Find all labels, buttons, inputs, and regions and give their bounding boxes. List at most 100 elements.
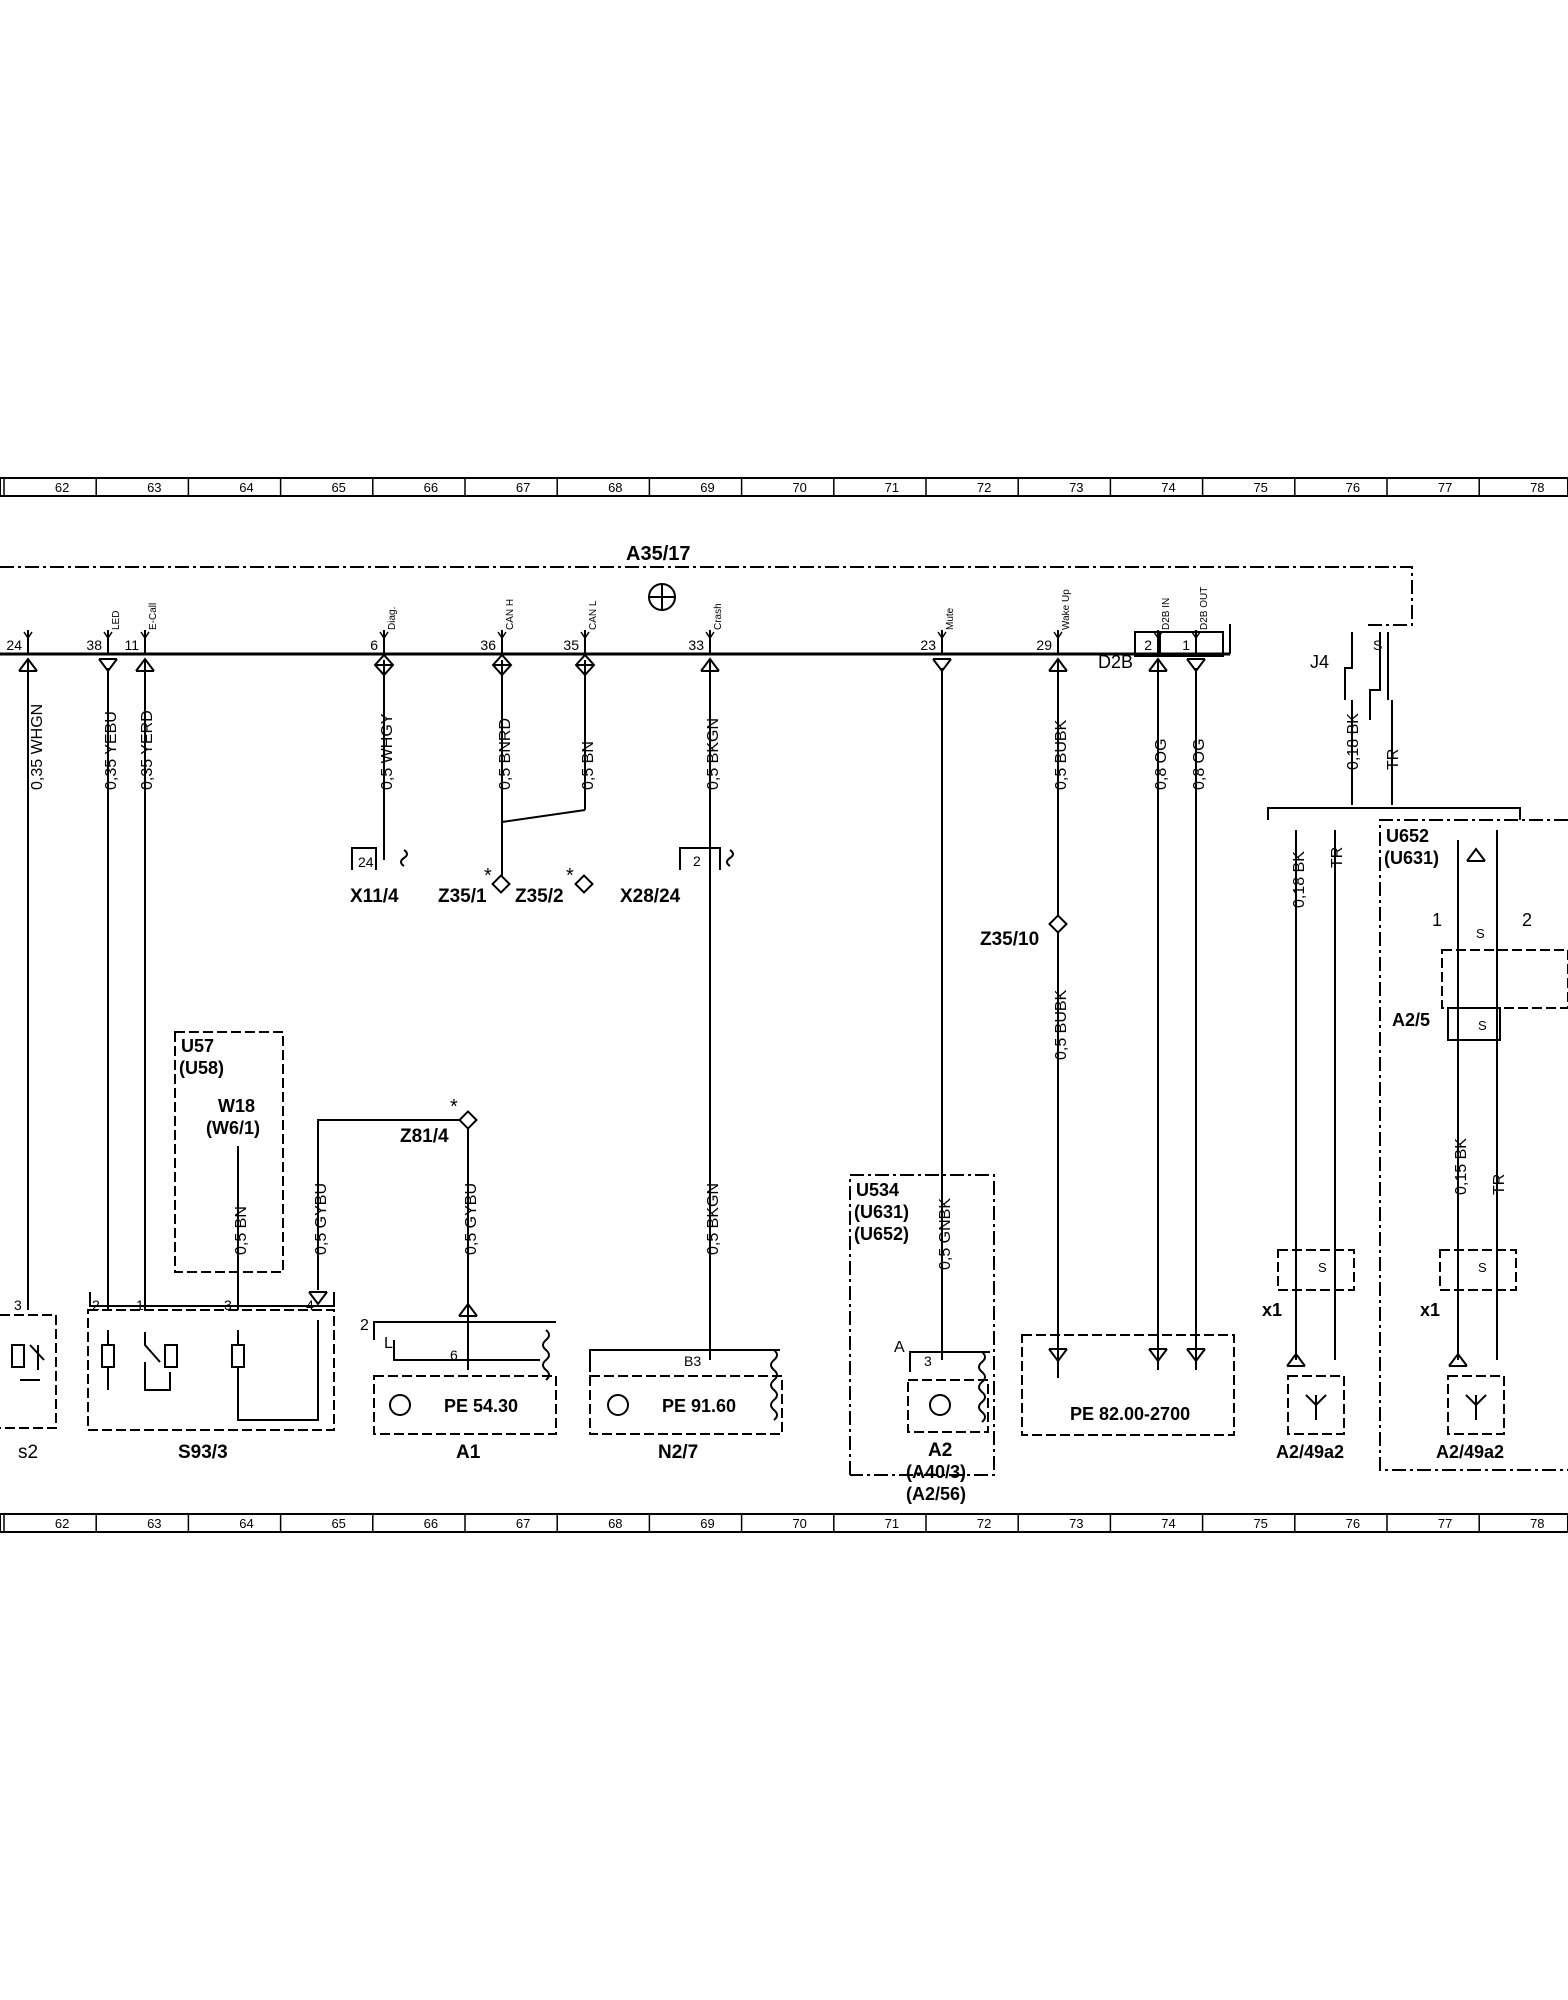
wire-label: 0,5 BKGN [705,1183,722,1255]
wire-label: 0,5 BNRD [497,718,514,790]
n27-pin: B3 [684,1353,701,1369]
x28-label: X28/24 [620,886,681,907]
connector-z81-4 [458,1110,478,1130]
arrow-icon [491,653,513,677]
top-ruler-number: 69 [700,480,714,495]
pin-signal: Crash [713,603,724,630]
top-ruler-number: 67 [516,480,530,495]
pin-mark-icon [580,631,590,640]
a1-reference: PE 54.30 [444,1396,518,1416]
pin-2-right: 2 [1522,910,1532,930]
pin-number: 35 [563,637,579,653]
arrow-icon [98,658,118,673]
z35-1-star: * [484,865,492,887]
top-ruler-number: 64 [239,480,253,495]
u652-label: (U652) [854,1224,909,1244]
bottom-ruler-number: 77 [1438,1516,1452,1531]
pin-mark-icon [1053,631,1063,640]
a2-49a2-left: A2/49a2 [1276,1442,1344,1462]
top-ruler-number: 65 [331,480,345,495]
arrow-icon [1048,1348,1068,1363]
wire-label: 0,5 BUBK [1053,989,1070,1060]
pin-number: 1 [1182,637,1190,653]
arrow-icon [574,653,596,677]
z35-1-label: Z35/1 [438,886,487,907]
pin-mark-icon [1191,631,1201,640]
arrow-icon [1048,657,1068,672]
pin-number: 6 [370,637,378,653]
top-ruler-number: 76 [1346,480,1360,495]
s-right-1: S [1476,926,1485,941]
top-ruler-number: 75 [1253,480,1267,495]
wire-label: 0,8 OG [1153,738,1170,790]
connector-x28-24 [679,847,734,870]
j4-connector [1344,632,1389,720]
switch-s2 [0,1314,57,1429]
d2b-label: D2B [1098,652,1133,672]
bottom-ruler-number: 72 [977,1516,991,1531]
pin-mark-icon [497,631,507,640]
a1-pin-6: 6 [450,1347,458,1363]
bottom-ruler-number: 68 [608,1516,622,1531]
arrow-icon [1186,1348,1206,1363]
w18-label: W18 [218,1096,255,1116]
s2-pin: 3 [14,1297,22,1313]
top-ruler-number: 68 [608,480,622,495]
top-ruler-number: 62 [55,480,69,495]
pin-mark-icon [937,631,947,640]
component-a2 [849,1174,995,1476]
control-unit-a35-17 [0,566,1413,656]
antenna-symbol-icon [648,583,676,611]
a2-label: A2 [928,1440,952,1461]
u631-label: (U631) [854,1202,909,1222]
top-ruler-number: 78 [1530,480,1544,495]
connector-z35-10 [1048,914,1068,934]
a2-5-label: A2/5 [1392,1010,1430,1030]
wire-label: 0,5 GYBU [313,1183,330,1255]
component-n2-7 [589,1349,783,1435]
bottom-ruler-number: 75 [1253,1516,1267,1531]
bottom-ruler-number: 71 [885,1516,899,1531]
bottom-ruler-number: 66 [424,1516,438,1531]
a1-label: A1 [456,1442,481,1463]
pin-signal: E-Call [148,603,159,630]
bottom-ruler-number: 63 [147,1516,161,1531]
bottom-ruler-number: 67 [516,1516,530,1531]
top-ruler-number: 71 [885,480,899,495]
wire-label: 0,5 GNBK [937,1198,954,1270]
wire-label: 0,5 BKGN [705,718,722,790]
j4-label: J4 [1310,652,1329,672]
s-right-2: S [1478,1018,1487,1033]
top-ruler-number: 73 [1069,480,1083,495]
a2-pin-3: 3 [924,1353,932,1369]
arrow-icon [700,657,720,672]
wire-label: 0,5 GYBU [463,1183,480,1255]
a2-alt-2: (A2/56) [906,1484,966,1504]
pin-signal: CAN L [588,600,599,630]
d2b-bracket [1134,631,1224,657]
pe82-reference: PE 82.00-2700 [1070,1404,1190,1424]
x1-right: x1 [1420,1300,1440,1320]
pin-number: 33 [688,637,704,653]
x11-pin: 24 [358,854,374,870]
bottom-ruler-frame [0,1513,1568,1533]
u57-label: U57 [181,1036,214,1056]
bottom-ruler-number: 76 [1346,1516,1360,1531]
wire-label: 0,18 BK [1291,851,1308,908]
pin-number: 36 [480,637,496,653]
pin-number: 24 [6,637,22,653]
arrow-icon [1148,657,1168,672]
arrow-icon [373,653,395,677]
top-ruler-frame [0,477,1568,497]
a2-pin-a: A [894,1339,905,1356]
pin-number: 29 [1036,637,1052,653]
pin-signal: Mute [945,607,956,630]
a2-49a2-right: A2/49a2 [1436,1442,1504,1462]
arrow-icon [1148,1348,1168,1363]
s93-pin-4: 4 [306,1297,314,1313]
wire-label: TR [1329,847,1346,868]
top-ruler-number: 74 [1161,480,1175,495]
x11-label: X11/4 [350,886,399,907]
wire-label: 0,18 BK [1345,713,1362,770]
